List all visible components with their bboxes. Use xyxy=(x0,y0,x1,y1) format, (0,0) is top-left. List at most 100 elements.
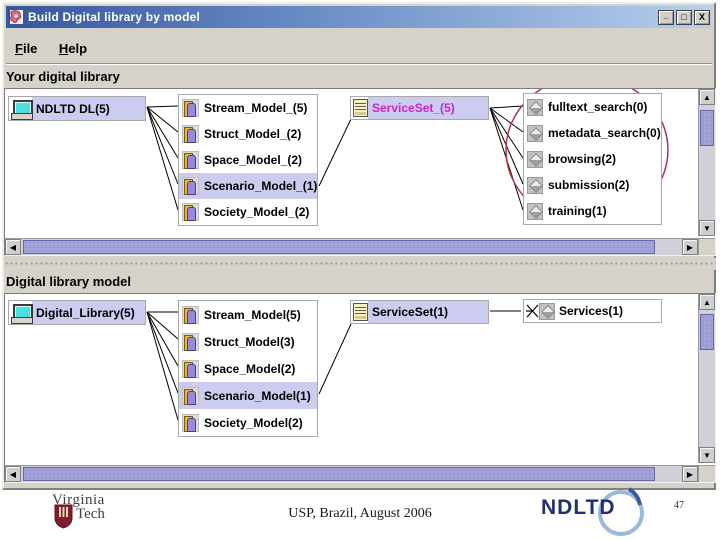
node-space-model[interactable]: Space_Model(2) xyxy=(179,355,317,382)
node-label: Struct_Model_(2) xyxy=(204,127,302,141)
menu-help[interactable]: Help xyxy=(58,41,88,56)
scroll-down-icon[interactable]: ▼ xyxy=(699,447,715,463)
node-label: Stream_Model(5) xyxy=(204,307,301,322)
slide-page-number: 47 xyxy=(674,500,684,511)
node-label: ServiceSet(1) xyxy=(368,301,488,323)
node-serviceset[interactable]: ServiceSet(1) xyxy=(350,300,489,324)
node-stream-model[interactable]: Stream_Model_(5) xyxy=(179,95,317,121)
ndltd-logo: NDLTD xyxy=(533,485,645,539)
scroll-up-icon[interactable]: ▲ xyxy=(699,294,715,310)
node-browsing[interactable]: browsing(2) xyxy=(524,146,661,172)
node-label: Space_Model(2) xyxy=(204,361,296,376)
node-training[interactable]: training(1) xyxy=(524,198,661,224)
node-metadata-search[interactable]: metadata_search(0) xyxy=(524,120,661,146)
digital-library-model-panel: Digital_Library(5) Stream_Model(5) Struc… xyxy=(4,293,716,483)
scroll-left-icon[interactable]: ◀ xyxy=(5,239,21,255)
node-scenario-model[interactable]: Scenario_Model(1) xyxy=(179,382,317,409)
maximize-button[interactable]: □ xyxy=(676,9,692,25)
node-label: browsing(2) xyxy=(548,152,616,166)
node-label: Society_Model_(2) xyxy=(204,205,310,219)
node-submission[interactable]: submission(2) xyxy=(524,172,661,198)
model-column: Stream_Model_(5) Struct_Model_(2) Space_… xyxy=(178,94,318,226)
model-icon xyxy=(182,151,199,169)
node-label: metadata_search(0) xyxy=(548,126,661,140)
model-icon xyxy=(182,177,199,195)
diamond-icon xyxy=(539,302,555,320)
note-icon xyxy=(353,99,368,117)
virginia-tech-logo: Virginia Tech xyxy=(38,491,128,536)
node-label: Stream_Model_(5) xyxy=(204,101,308,115)
node-struct-model[interactable]: Struct_Model_(2) xyxy=(179,121,317,147)
model-icon xyxy=(182,99,199,117)
scroll-right-icon[interactable]: ▶ xyxy=(682,239,698,255)
window-title: Build Digital library by model xyxy=(28,10,201,24)
node-label: submission(2) xyxy=(548,178,630,192)
model-icon xyxy=(182,332,199,351)
node-services[interactable]: Services(1) xyxy=(523,299,662,323)
diamond-icon xyxy=(527,176,543,194)
node-stream-model[interactable]: Stream_Model(5) xyxy=(179,301,317,328)
scrollbar-corner xyxy=(698,465,715,482)
vt-shield-icon xyxy=(54,504,73,529)
node-label: Struct_Model(3) xyxy=(204,334,295,349)
vertical-scrollbar[interactable]: ▲ ▼ xyxy=(698,294,715,463)
scroll-right-icon[interactable]: ▶ xyxy=(682,466,698,482)
node-label: Space_Model_(2) xyxy=(204,153,303,167)
scrollbar-thumb[interactable] xyxy=(700,314,714,350)
scrollbar-thumb[interactable] xyxy=(700,110,714,146)
node-fulltext-search[interactable]: fulltext_search(0) xyxy=(524,94,661,120)
your-digital-library-panel: NDLTD DL(5) Stream_Model_(5) Struct_Mode… xyxy=(4,88,716,256)
note-icon xyxy=(353,303,368,321)
node-label: fulltext_search(0) xyxy=(548,100,648,114)
menu-file[interactable]: File xyxy=(15,41,38,56)
computer-icon xyxy=(11,99,33,120)
node-space-model[interactable]: Space_Model_(2) xyxy=(179,147,317,173)
node-scenario-model[interactable]: Scenario_Model_(1) xyxy=(179,173,317,199)
computer-icon xyxy=(11,303,33,324)
ndltd-swoosh-icon xyxy=(598,487,644,536)
scrollbar-thumb[interactable] xyxy=(23,240,655,254)
node-struct-model[interactable]: Struct_Model(3) xyxy=(179,328,317,355)
node-serviceset[interactable]: ServiceSet_(5) xyxy=(350,96,489,120)
app-icon xyxy=(10,10,23,24)
model-icon xyxy=(182,305,199,324)
services-column: fulltext_search(0) metadata_search(0) br… xyxy=(523,93,662,225)
node-society-model[interactable]: Society_Model_(2) xyxy=(179,199,317,225)
diamond-icon xyxy=(527,202,543,220)
panel-splitter[interactable] xyxy=(4,258,716,270)
vertical-scrollbar[interactable]: ▲ ▼ xyxy=(698,89,715,236)
horizontal-scrollbar[interactable]: ◀ ▶ xyxy=(5,238,698,255)
node-label: ServiceSet_(5) xyxy=(368,97,488,119)
scroll-down-icon[interactable]: ▼ xyxy=(699,220,715,236)
node-label: Society_Model(2) xyxy=(204,415,303,430)
scrollbar-corner xyxy=(698,238,715,255)
scroll-left-icon[interactable]: ◀ xyxy=(5,466,21,482)
model-column: Stream_Model(5) Struct_Model(3) Space_Mo… xyxy=(178,300,318,437)
diamond-icon xyxy=(527,124,543,142)
vt-logo-text-virginia: Virginia xyxy=(52,492,105,508)
vt-logo-text-tech: Tech xyxy=(76,506,105,522)
model-icon xyxy=(182,359,199,378)
node-society-model[interactable]: Society_Model(2) xyxy=(179,409,317,436)
diamond-icon xyxy=(527,150,543,168)
diamond-icon xyxy=(527,98,543,116)
node-digital-library[interactable]: Digital_Library(5) xyxy=(8,300,146,325)
node-label: Digital_Library(5) xyxy=(32,301,145,324)
model-icon xyxy=(182,386,199,405)
scrollbar-thumb[interactable] xyxy=(23,467,655,481)
port-x-icon xyxy=(526,304,539,318)
title-bar[interactable]: Build Digital library by model _ □ X xyxy=(6,6,712,28)
horizontal-scrollbar[interactable]: ◀ ▶ xyxy=(5,465,698,482)
model-icon xyxy=(182,203,199,221)
node-label: Scenario_Model_(1) xyxy=(204,179,318,193)
node-ndltd-dl[interactable]: NDLTD DL(5) xyxy=(8,96,146,121)
scroll-up-icon[interactable]: ▲ xyxy=(699,89,715,105)
section-title-digital-library-model: Digital library model xyxy=(6,274,131,289)
close-button[interactable]: X xyxy=(694,9,710,25)
node-label: Services(1) xyxy=(559,304,624,318)
node-label: Scenario_Model(1) xyxy=(204,388,311,403)
model-icon xyxy=(182,413,199,432)
minimize-button[interactable]: _ xyxy=(658,9,674,25)
node-label: NDLTD DL(5) xyxy=(32,97,145,120)
